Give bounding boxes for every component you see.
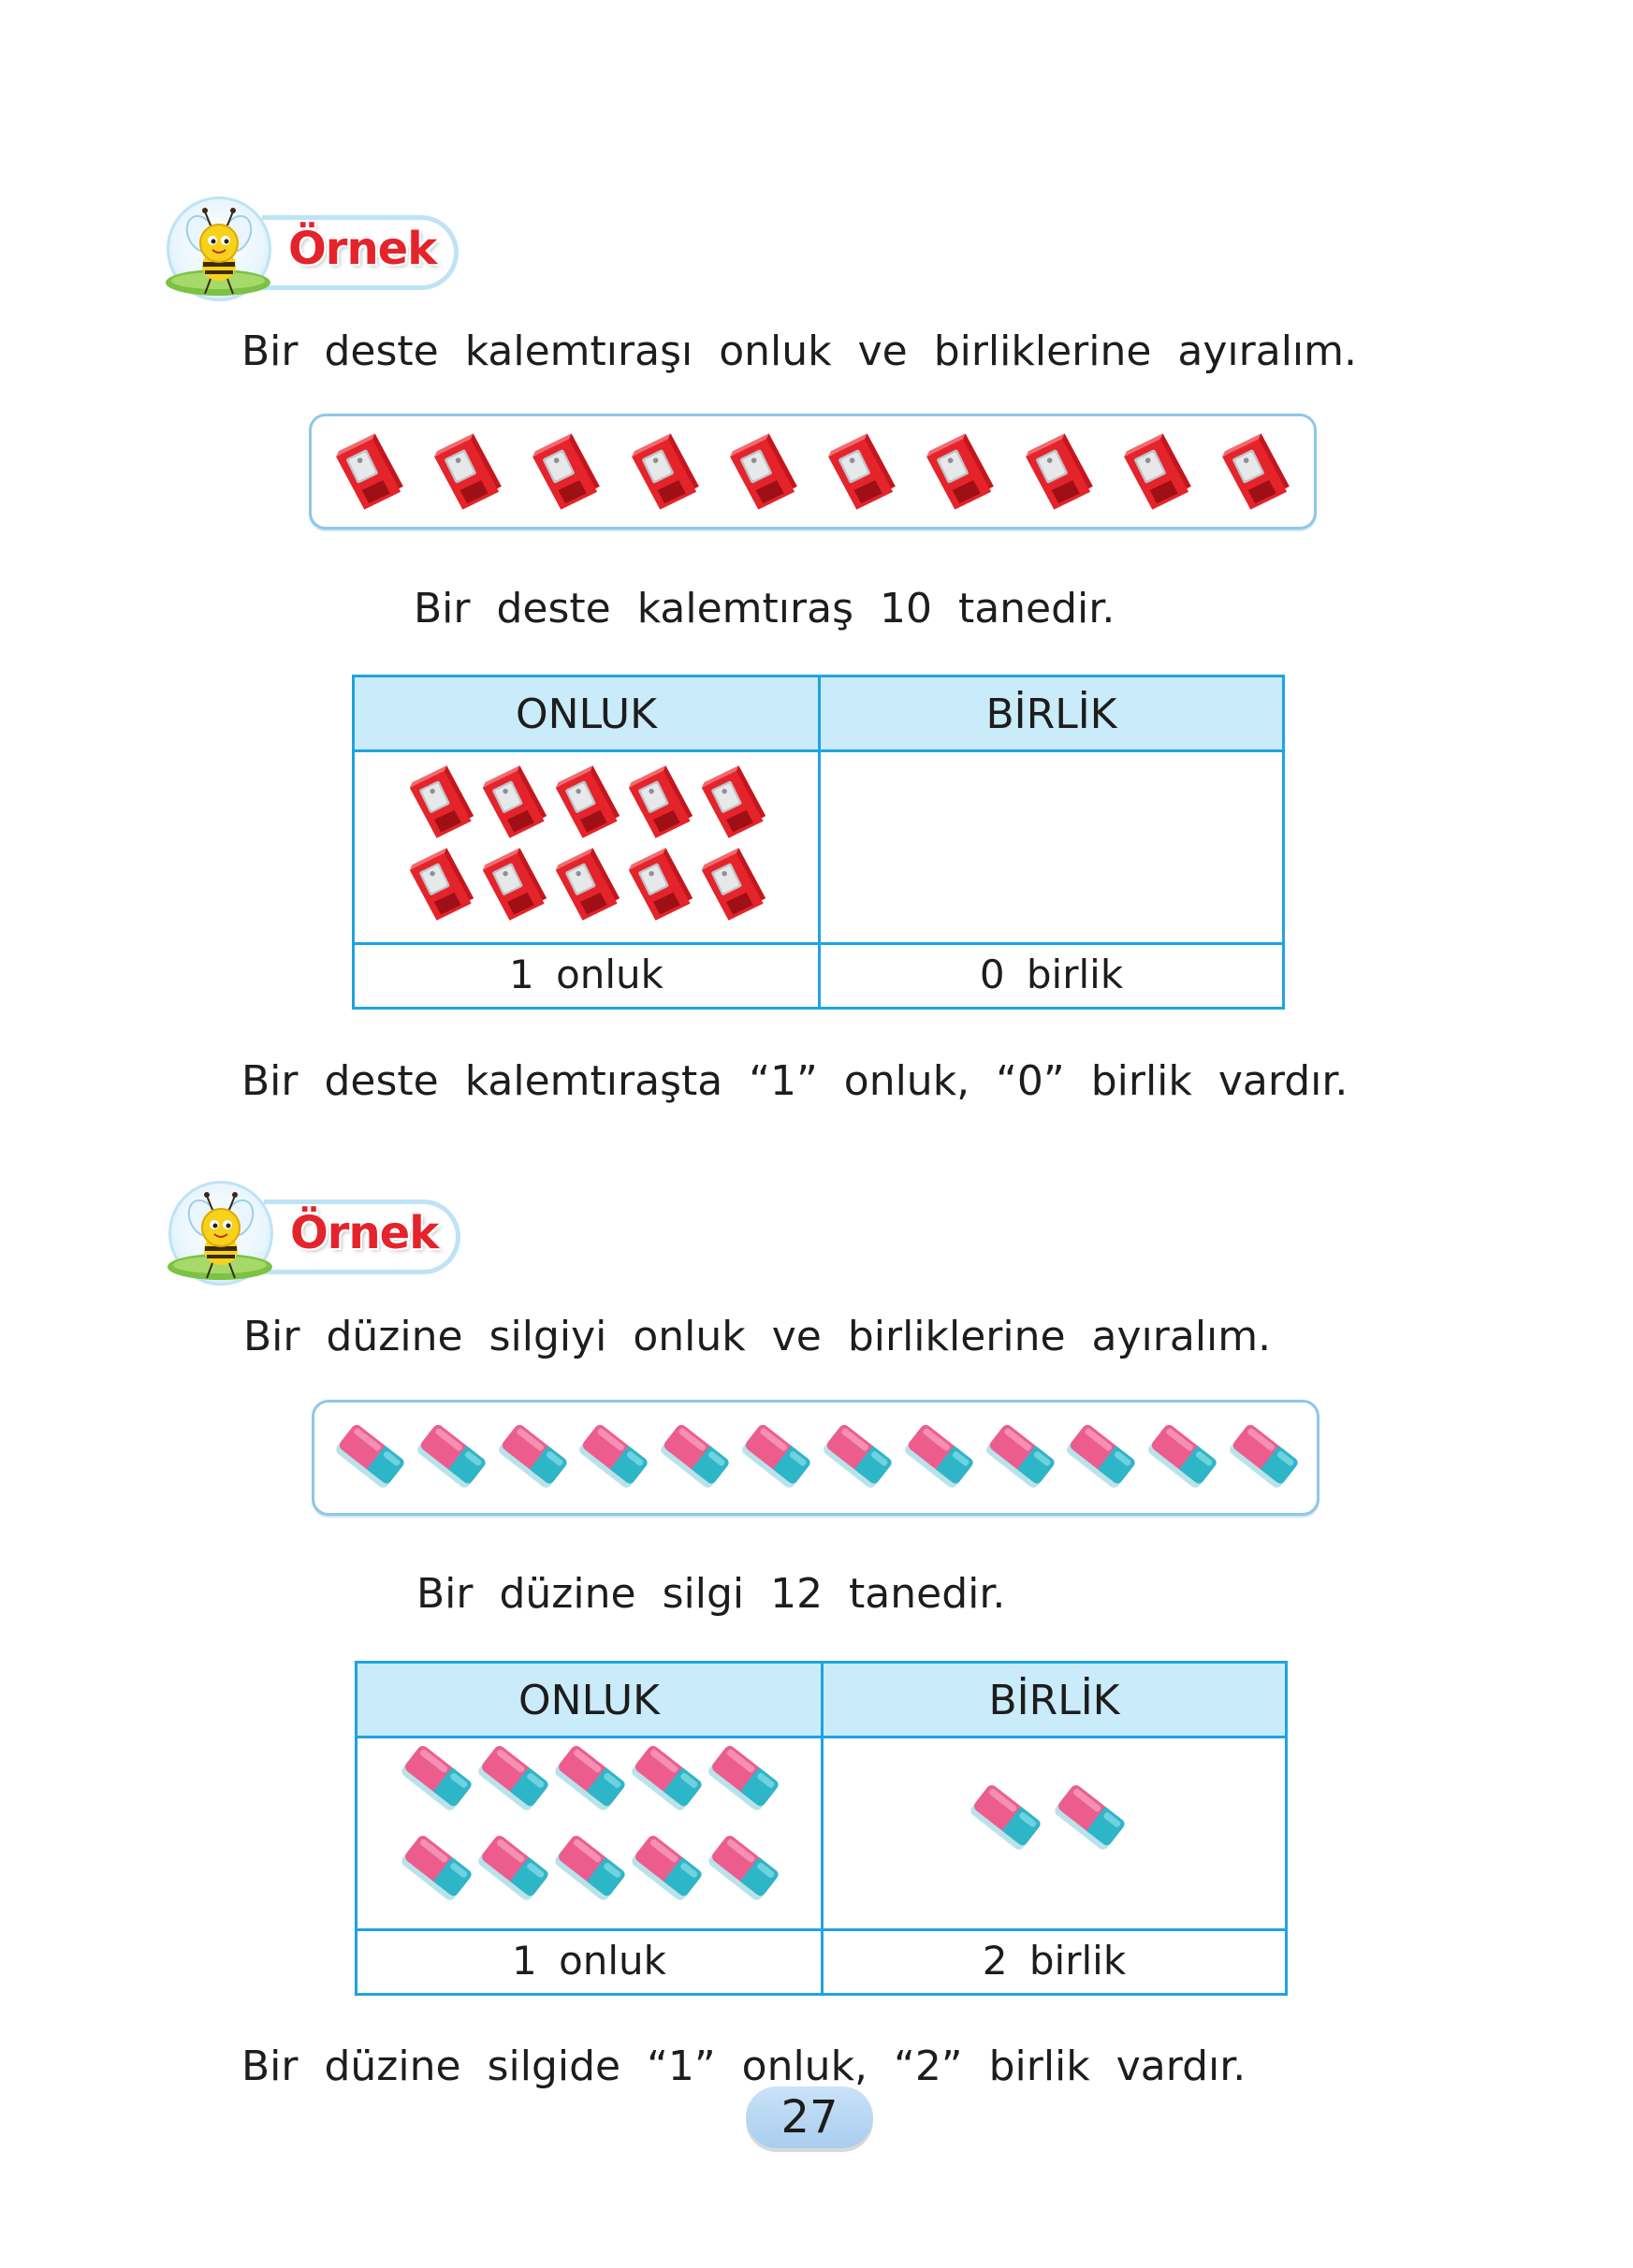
column-divider <box>818 677 821 1007</box>
header-birlik: BİRLİK <box>985 691 1117 738</box>
header-onluk: ONLUK <box>516 691 657 738</box>
example-badge: Örnek <box>161 1181 479 1286</box>
eraser-icon <box>397 1836 474 1903</box>
pencil-sharpener-icon <box>726 431 801 512</box>
bee-mascot-icon <box>159 196 281 309</box>
pencil-sharpener-icon <box>430 431 505 512</box>
intro-sentence: Bir düzine silgiyi onluk ve birliklerine… <box>243 1313 1272 1360</box>
place-value-table: ONLUK BİRLİK 1 onluk 0 birlik <box>352 675 1285 1010</box>
pencil-sharpener-icon <box>625 846 696 923</box>
sharpener-strip <box>309 414 1317 530</box>
eraser-icon <box>550 1746 627 1813</box>
pencil-sharpener-icon <box>824 431 899 512</box>
pencil-sharpener-icon <box>923 431 998 512</box>
conclusion-sentence: Bir düzine silgide “1” onluk, “2” birlik… <box>241 2043 1247 2090</box>
footer-onluk: 1 onluk <box>509 952 663 997</box>
eraser-icon <box>1050 1785 1127 1853</box>
pencil-sharpener-icon <box>332 431 407 512</box>
pencil-sharpener-icon <box>406 846 477 923</box>
header-onluk: ONLUK <box>518 1677 660 1724</box>
eraser-strip <box>312 1400 1320 1516</box>
eraser-icon <box>627 1836 704 1903</box>
badge-label: Örnek <box>288 223 437 275</box>
onluk-items <box>406 763 771 928</box>
pencil-sharpener-icon <box>552 846 623 923</box>
onluk-items <box>397 1746 780 1926</box>
pencil-sharpener-icon <box>698 846 769 923</box>
eraser-icon <box>413 1425 488 1490</box>
badge-label: Örnek <box>290 1207 439 1259</box>
eraser-icon <box>575 1425 649 1490</box>
eraser-icon <box>966 1785 1042 1853</box>
place-value-table: ONLUK BİRLİK 1 onluk 2 birlik <box>355 1661 1288 1996</box>
eraser-icon <box>900 1425 975 1490</box>
birlik-items <box>966 1785 1387 1853</box>
example-badge: Örnek <box>159 196 477 301</box>
bee-mascot-icon <box>161 1181 283 1293</box>
badge-pill <box>262 215 459 290</box>
pencil-sharpener-icon <box>628 431 703 512</box>
intro-sentence: Bir deste kalemtıraşı onluk ve birlikler… <box>241 327 1357 375</box>
eraser-icon <box>1062 1425 1137 1490</box>
eraser-icon <box>627 1746 704 1813</box>
eraser-icon <box>704 1836 780 1903</box>
row-divider <box>357 1928 1285 1931</box>
pencil-sharpener-icon <box>552 763 623 840</box>
eraser-icon <box>397 1746 474 1813</box>
eraser-icon <box>656 1425 731 1490</box>
pencil-sharpener-icon <box>479 846 550 923</box>
eraser-icon <box>494 1425 569 1490</box>
row-divider <box>355 942 1282 945</box>
eraser-icon <box>737 1425 812 1490</box>
pencil-sharpener-icon <box>479 763 550 840</box>
footer-birlik: 0 birlik <box>979 952 1124 997</box>
eraser-icon <box>704 1746 780 1813</box>
page-number: 27 <box>746 2086 873 2148</box>
statement-sentence: Bir deste kalemtıraş 10 tanedir. <box>414 585 1115 632</box>
badge-pill <box>264 1199 460 1274</box>
conclusion-sentence: Bir deste kalemtıraşta “1” onluk, “0” bi… <box>241 1057 1349 1105</box>
header-birlik: BİRLİK <box>988 1677 1120 1724</box>
statement-sentence: Bir düzine silgi 12 tanedir. <box>416 1570 1006 1618</box>
footer-onluk: 1 onluk <box>512 1938 666 1984</box>
column-divider <box>821 1664 824 1993</box>
pencil-sharpener-icon <box>698 763 769 840</box>
footer-birlik: 2 birlik <box>982 1938 1127 1984</box>
eraser-icon <box>474 1746 550 1813</box>
pencil-sharpener-icon <box>1022 431 1097 512</box>
pencil-sharpener-icon <box>1120 431 1195 512</box>
eraser-icon <box>1144 1425 1218 1490</box>
eraser-icon <box>474 1836 550 1903</box>
eraser-icon <box>550 1836 627 1903</box>
pencil-sharpener-icon <box>1218 431 1293 512</box>
eraser-icon <box>331 1425 406 1490</box>
eraser-icon <box>982 1425 1057 1490</box>
eraser-icon <box>1225 1425 1300 1490</box>
pencil-sharpener-icon <box>406 763 477 840</box>
pencil-sharpener-icon <box>625 763 696 840</box>
eraser-icon <box>819 1425 894 1490</box>
pencil-sharpener-icon <box>529 431 604 512</box>
